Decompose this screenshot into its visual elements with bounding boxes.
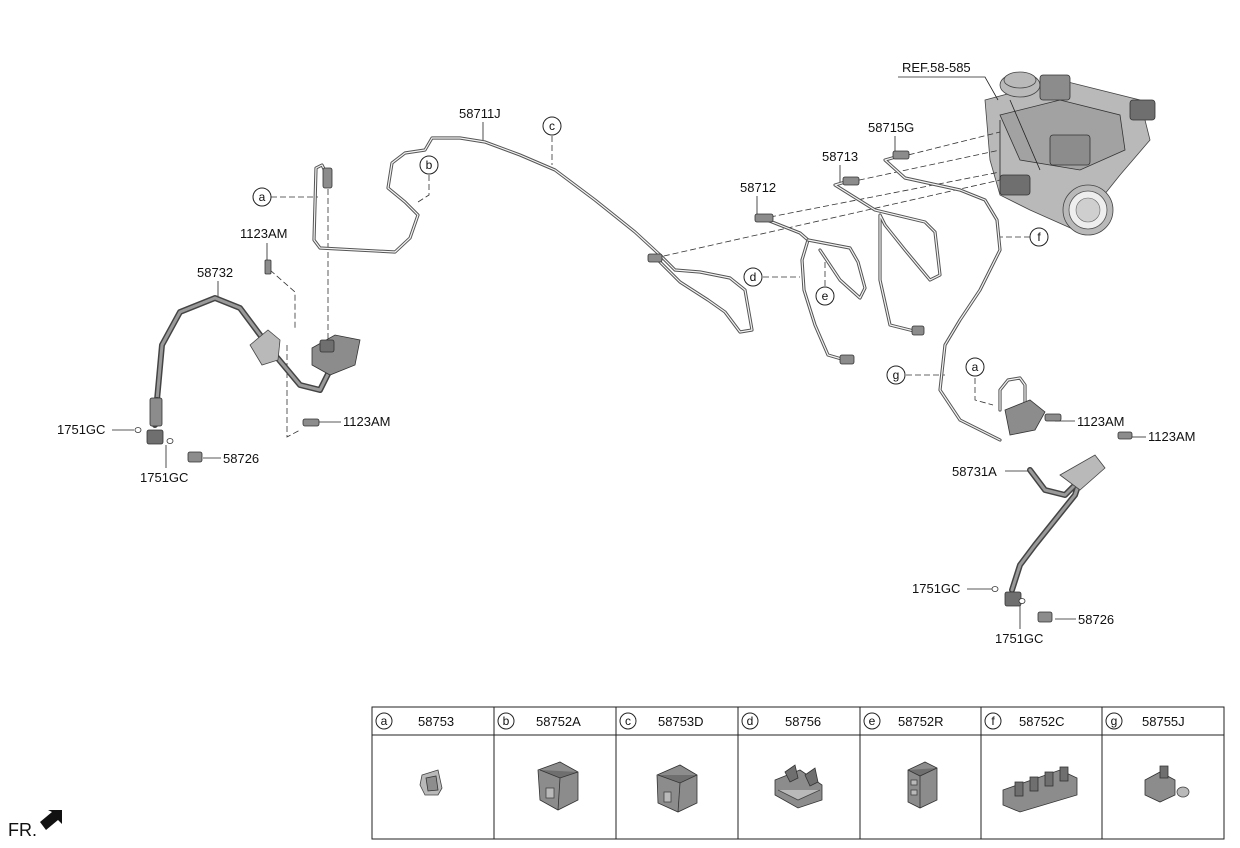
clip-58752A-image xyxy=(537,761,579,811)
svg-text:e: e xyxy=(822,289,829,303)
legend-table: a 58753 b 58752A c 58753D d 58756 e 5875… xyxy=(371,706,1225,840)
callout-markers: a b c d e f g a xyxy=(252,116,1049,385)
label-1751GC-right-b: 1751GC xyxy=(995,631,1043,646)
legend-cell-g: g 58755J xyxy=(1105,712,1185,730)
svg-text:b: b xyxy=(426,158,433,172)
svg-text:58752C: 58752C xyxy=(1019,714,1065,729)
label-1751GC-left-b: 1751GC xyxy=(140,470,188,485)
callout-b: b xyxy=(419,155,439,175)
label-58732: 58732 xyxy=(197,265,233,280)
svg-text:58752A: 58752A xyxy=(536,714,581,729)
label-58726-left: 58726 xyxy=(223,451,259,466)
left-hose-assembly xyxy=(134,259,361,463)
legend-cell-f: f 58752C xyxy=(984,712,1065,730)
svg-text:c: c xyxy=(625,714,631,728)
label-1751GC-right-a: 1751GC xyxy=(912,581,960,596)
callout-g: g xyxy=(886,365,906,385)
svg-text:f: f xyxy=(991,714,995,728)
label-1123AM-right-a: 1123AM xyxy=(1077,414,1124,429)
legend-cell-c: c 58753D xyxy=(619,712,704,730)
legend-cell-a: a 58753 xyxy=(375,712,454,730)
svg-text:c: c xyxy=(549,119,555,133)
clip-58755J-image xyxy=(1144,765,1190,803)
clip-58753-image xyxy=(419,769,443,796)
brake-pipes xyxy=(312,136,1027,442)
right-hose-assembly xyxy=(991,399,1133,623)
label-58712: 58712 xyxy=(740,180,776,195)
clip-58756-image xyxy=(774,764,823,809)
svg-text:f: f xyxy=(1037,230,1041,244)
svg-text:a: a xyxy=(259,190,266,204)
callout-f: f xyxy=(1029,227,1049,247)
clip-58752C-image xyxy=(1002,766,1078,813)
callout-leaders xyxy=(269,131,1030,438)
label-1751GC-left-a: 1751GC xyxy=(57,422,105,437)
callout-a-right: a xyxy=(965,357,985,377)
svg-text:58756: 58756 xyxy=(785,714,821,729)
clip-58752R-image xyxy=(907,761,938,809)
clip-58753D-image xyxy=(656,764,698,813)
label-1123AM-right-b: 1123AM xyxy=(1148,429,1195,444)
label-58711J: 58711J xyxy=(459,106,501,121)
front-direction-arrow-icon xyxy=(40,810,62,830)
ref-label: REF.58-585 xyxy=(902,60,971,75)
legend-cell-b: b 58752A xyxy=(497,712,581,730)
label-58713: 58713 xyxy=(822,149,858,164)
svg-text:a: a xyxy=(381,714,388,728)
callout-e: e xyxy=(815,286,835,306)
svg-text:g: g xyxy=(893,368,900,382)
label-58715G: 58715G xyxy=(868,120,914,135)
label-1123AM-bottom-left: 1123AM xyxy=(343,414,390,429)
label-58731A: 58731A xyxy=(952,464,997,479)
svg-text:a: a xyxy=(972,360,979,374)
svg-text:d: d xyxy=(750,270,757,284)
master-cylinder-assembly xyxy=(984,71,1156,236)
callout-c: c xyxy=(542,116,562,136)
svg-text:d: d xyxy=(747,714,754,728)
label-58726-right: 58726 xyxy=(1078,612,1114,627)
svg-text:58753: 58753 xyxy=(418,714,454,729)
svg-text:e: e xyxy=(869,714,876,728)
svg-text:58753D: 58753D xyxy=(658,714,704,729)
label-1123AM-top-left: 1123AM xyxy=(240,226,287,241)
svg-text:58755J: 58755J xyxy=(1142,714,1185,729)
part-labels: REF.58-585 58711J 58715G 58713 58712 587… xyxy=(57,60,1195,646)
svg-text:58752R: 58752R xyxy=(898,714,944,729)
legend-cell-d: d 58756 xyxy=(741,712,821,730)
svg-text:b: b xyxy=(503,714,510,728)
legend-cell-e: e 58752R xyxy=(863,712,944,730)
callout-d: d xyxy=(743,267,763,287)
front-direction-label: FR. xyxy=(8,820,37,840)
svg-text:g: g xyxy=(1111,714,1118,728)
callout-a-left: a xyxy=(252,187,272,207)
